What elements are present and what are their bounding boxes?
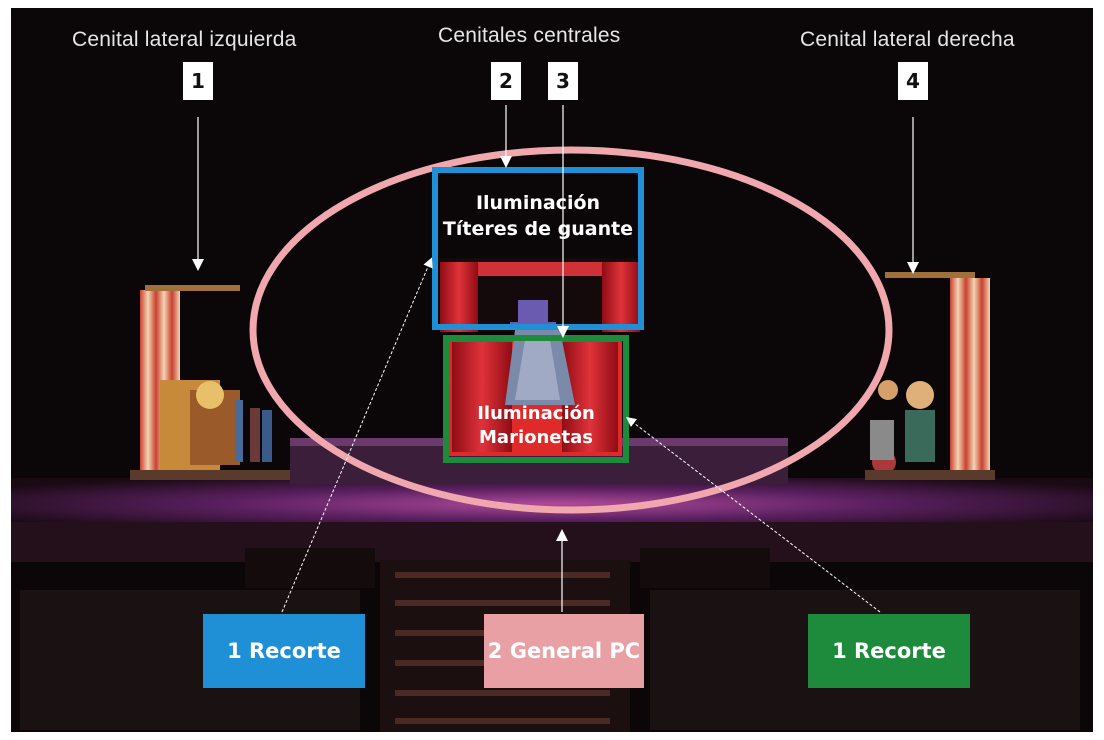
right-prop-group [865, 272, 995, 480]
glove-zone-frame [432, 167, 644, 330]
general-light-ellipse [249, 146, 893, 514]
left-title: Cenital lateral izquierda [72, 28, 297, 51]
left-recorte-box: 1 Recorte [203, 614, 365, 688]
marionette-zone-line2: Marionetas [479, 427, 593, 448]
marker-1: 1 [183, 62, 213, 100]
general-pc-box: 2 General PC [484, 614, 644, 688]
marker-4: 4 [898, 62, 928, 100]
glove-zone-line1: Iluminación [475, 192, 601, 214]
left-prop-group [130, 285, 290, 480]
right-title: Cenital lateral derecha [800, 28, 1015, 51]
marionette-zone-frame [443, 335, 629, 463]
center-title: Cenitales centrales [438, 24, 621, 47]
stage-front [11, 522, 1093, 562]
marker-2: 2 [491, 62, 521, 100]
arrow-left-recorte [281, 257, 433, 613]
marionette-zone-line1: Iluminación [477, 403, 595, 424]
stage-floor [11, 478, 1093, 530]
marker-3: 3 [548, 62, 578, 100]
glove-zone-line2: Títeres de guante [442, 218, 634, 240]
glove-zone-label: Iluminación Títeres de guante [438, 190, 638, 242]
right-recorte-box: 1 Recorte [808, 614, 970, 688]
marionette-theatre [448, 300, 622, 456]
arrow-right-recorte [626, 416, 881, 613]
marionette-zone-label: Iluminación Marionetas [449, 402, 623, 450]
